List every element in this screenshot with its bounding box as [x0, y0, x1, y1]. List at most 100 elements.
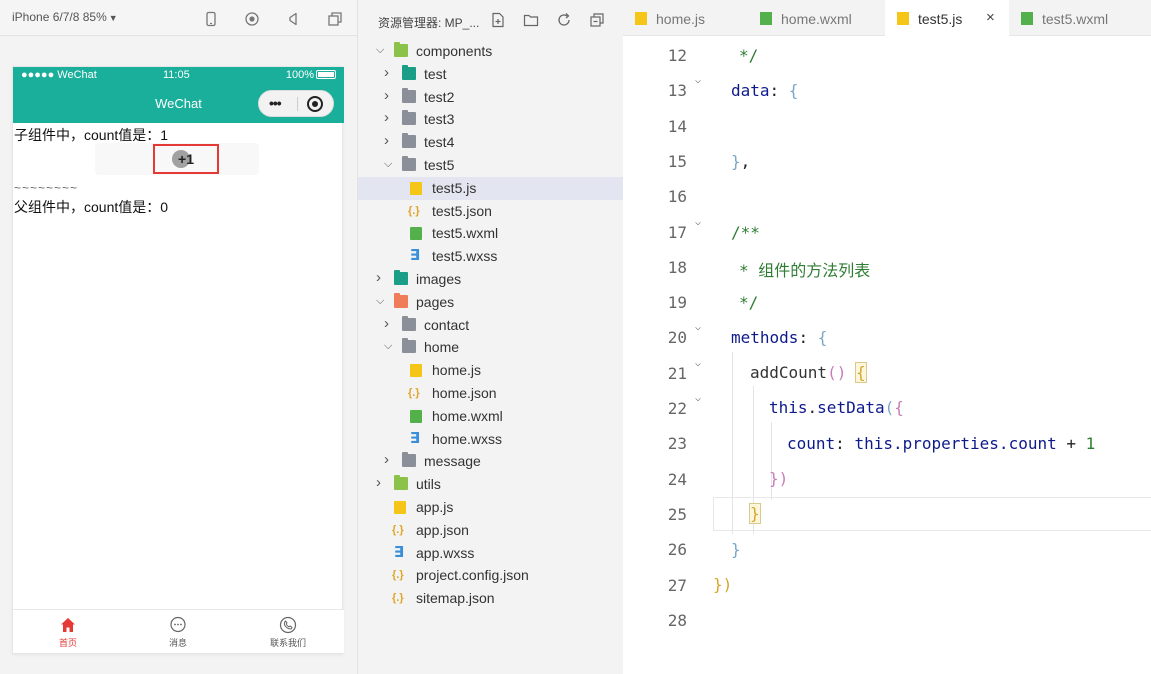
close-tab-icon[interactable]: ×	[986, 9, 995, 26]
comma: ,	[740, 152, 751, 171]
tree-item-app-wxss[interactable]: ∃app.wxss	[358, 542, 624, 565]
tree-item-images[interactable]: ›images	[358, 268, 624, 291]
tree-item-test5-wxml[interactable]: test5.wxml	[358, 222, 624, 245]
tree-item-test2[interactable]: ›test2	[358, 86, 624, 109]
json-file-icon: {.}	[392, 569, 404, 582]
chevron-right-icon[interactable]: ›	[384, 109, 389, 127]
fold-toggle-icon[interactable]: ⌵	[695, 216, 702, 228]
tree-item-message[interactable]: ›message	[358, 450, 624, 473]
chevron-right-icon[interactable]: ›	[384, 314, 389, 332]
nav-title: WeChat	[155, 96, 202, 111]
tree-item-home[interactable]: ⌵ home	[358, 336, 624, 359]
line-number: 12	[667, 46, 687, 65]
tab-home-js[interactable]: home.js	[623, 0, 747, 36]
chevron-down-icon[interactable]: ⌵	[376, 44, 385, 56]
json-file-icon: {.}	[408, 204, 420, 217]
new-folder-icon[interactable]	[523, 12, 539, 28]
folder-icon	[394, 475, 408, 491]
tree-item-label: utils	[416, 476, 441, 493]
close-miniprogram-icon[interactable]	[307, 96, 323, 112]
tree-item-app-json[interactable]: {.}app.json	[358, 519, 624, 542]
chevron-down-icon[interactable]: ⌵	[376, 294, 385, 307]
tree-item-home-json[interactable]: {.}home.json	[358, 382, 624, 405]
fold-toggle-icon[interactable]: ⌵	[695, 322, 702, 334]
tree-item-utils[interactable]: › utils	[358, 473, 624, 496]
open-brace: {	[788, 81, 799, 100]
tree-item-test3[interactable]: ›test3	[358, 108, 624, 131]
tree-item-project-config-json[interactable]: {.}project.config.json	[358, 564, 624, 587]
tree-item-test4[interactable]: ›test4	[358, 131, 624, 154]
tab-bar: 首页 消息 联系我们	[13, 609, 344, 653]
paren: (	[884, 398, 895, 417]
open-brace: {	[855, 362, 867, 383]
tree-item-test5-wxss[interactable]: ∃test5.wxss	[358, 245, 624, 268]
refresh-icon[interactable]	[556, 12, 572, 28]
function-name: addCount	[750, 363, 828, 382]
chevron-right-icon[interactable]: ›	[376, 474, 381, 492]
tree-item-label: test	[424, 65, 447, 82]
js-file-icon	[410, 181, 422, 195]
add-count-button[interactable]: +1	[153, 144, 219, 174]
code-line-26: }	[731, 540, 741, 559]
tree-item-test5-js[interactable]: test5.js	[358, 176, 624, 200]
chevron-down-icon[interactable]: ⌵	[384, 340, 393, 353]
code-line-22: this.setData({	[769, 398, 904, 417]
capsule-divider	[297, 97, 298, 111]
js-file-icon	[897, 12, 909, 25]
chevron-down-icon[interactable]: ⌵	[384, 157, 393, 170]
line-number: 21	[667, 363, 687, 383]
tree-item-label: app.json	[416, 521, 469, 538]
tree-item-test5[interactable]: ⌵test5	[358, 154, 624, 177]
fold-toggle-icon[interactable]: ⌵	[695, 357, 702, 369]
tab-test5-js[interactable]: test5.js ×	[885, 0, 1009, 36]
chevron-right-icon[interactable]: ›	[384, 63, 389, 81]
tree-item-components[interactable]: ⌵components	[358, 40, 624, 63]
phone-device-icon[interactable]	[203, 11, 219, 27]
parent-count-text: 父组件中，count值是：0	[14, 199, 169, 215]
tab-contact[interactable]: 联系我们	[233, 616, 343, 649]
fold-toggle-icon[interactable]: ⌵	[695, 75, 702, 87]
tree-item-sitemap-json[interactable]: {.}sitemap.json	[358, 587, 624, 610]
tree-item-home-wxss[interactable]: ∃home.wxss	[358, 428, 624, 451]
fold-toggle-icon[interactable]: ⌵	[695, 393, 702, 404]
tree-item-label: test5.js	[432, 179, 477, 196]
this-keyword: this	[769, 398, 808, 417]
new-file-icon[interactable]	[490, 12, 506, 28]
device-selector[interactable]: iPhone 6/7/8 85%▼	[12, 10, 118, 24]
tab-test5-wxml[interactable]: test5.wxml	[1009, 0, 1151, 36]
tree-item-test5-json[interactable]: {.}test5.json	[358, 200, 624, 223]
tree-item-pages[interactable]: ⌵ pages	[358, 291, 624, 314]
tab-home-wxml[interactable]: home.wxml	[747, 0, 885, 36]
volume-icon[interactable]	[285, 11, 301, 27]
detach-window-icon[interactable]	[327, 11, 343, 27]
close-brace: }	[731, 152, 741, 171]
wxml-file-icon	[410, 409, 422, 423]
js-file-icon	[635, 12, 647, 25]
chevron-right-icon[interactable]: ›	[384, 451, 389, 469]
tree-item-label: sitemap.json	[416, 590, 495, 607]
tab-home[interactable]: 首页	[13, 616, 123, 649]
line-number: 17	[667, 222, 687, 242]
tab-message[interactable]: 消息	[123, 616, 233, 649]
tree-item-home-js[interactable]: home.js	[358, 359, 624, 382]
tab-contact-label: 联系我们	[269, 638, 306, 648]
tree-item-label: pages	[416, 293, 455, 310]
line-number: 16	[667, 187, 687, 207]
collapse-all-icon[interactable]	[589, 12, 605, 28]
tree-item-label: home	[424, 339, 460, 356]
line-number: 23	[667, 434, 687, 454]
tree-item-contact[interactable]: ›contact	[358, 314, 624, 337]
tree-item-test[interactable]: › test	[358, 63, 624, 86]
tab-home-wxml-label: home.wxml	[781, 11, 852, 27]
chevron-right-icon[interactable]: ›	[384, 132, 389, 150]
code-line-19: */	[739, 293, 759, 312]
message-icon	[170, 616, 186, 633]
more-icon[interactable]: •••	[269, 95, 282, 111]
line-number: 28	[667, 610, 687, 630]
tree-item-app-js[interactable]: app.js	[358, 496, 624, 519]
chevron-right-icon[interactable]: ›	[384, 86, 389, 104]
record-icon[interactable]	[244, 11, 260, 27]
code-line-21: addCount() {	[750, 362, 867, 383]
tree-item-home-wxml[interactable]: home.wxml	[358, 405, 624, 428]
chevron-right-icon[interactable]: ›	[376, 268, 381, 286]
